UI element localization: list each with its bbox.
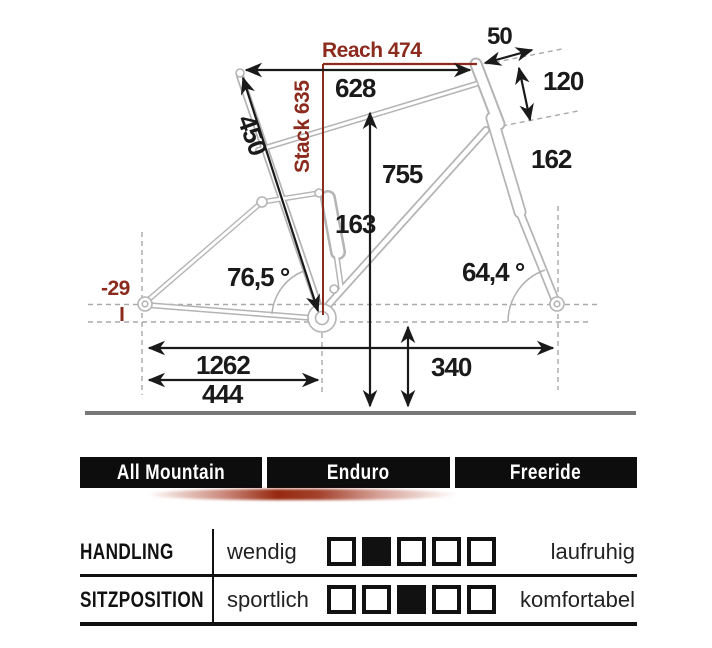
rating-box bbox=[327, 537, 356, 566]
category-bar: All Mountain Enduro Freeride bbox=[80, 457, 637, 488]
shock-163-label: 163 bbox=[335, 209, 376, 239]
dim-50-arrow bbox=[483, 47, 534, 66]
rating-box bbox=[467, 537, 496, 566]
bb-drop-label: -29 bbox=[101, 277, 130, 300]
rating-box bbox=[467, 585, 496, 614]
handling-row-scale: wendig laufruhig bbox=[212, 529, 637, 574]
handling-rating-boxes bbox=[327, 537, 496, 566]
rating-box bbox=[327, 585, 356, 614]
handling-row: HANDLING wendig laufruhig bbox=[80, 529, 637, 577]
bike-frame bbox=[137, 57, 565, 333]
reach-label: Reach 474 bbox=[322, 39, 422, 62]
seat-angle-label: 76,5 ° bbox=[227, 262, 290, 292]
seatstay-pivot bbox=[256, 196, 268, 208]
handling-right-anchor: laufruhig bbox=[550, 538, 635, 564]
head-angle-label: 64,4 ° bbox=[462, 257, 525, 287]
category-enduro: Enduro bbox=[267, 457, 450, 488]
category-highlight-band bbox=[80, 489, 637, 502]
stack-label: Stack 635 bbox=[291, 80, 314, 173]
bb-height-340-label: 340 bbox=[431, 352, 472, 382]
category-rating-section: All Mountain Enduro Freeride HANDLING we… bbox=[80, 457, 637, 626]
rating-box bbox=[397, 537, 426, 566]
headtube-120-label: 120 bbox=[543, 66, 584, 96]
seatpost-top bbox=[235, 68, 245, 78]
sitzposition-left-anchor: sportlich bbox=[227, 586, 309, 612]
sitzposition-row-scale: sportlich komfortabel bbox=[212, 577, 637, 622]
dimension-arrows bbox=[147, 47, 555, 408]
category-all-mountain: All Mountain bbox=[80, 457, 263, 488]
head-angle-arc bbox=[507, 269, 546, 323]
dim-120-arrow bbox=[515, 66, 534, 122]
rating-box bbox=[362, 585, 391, 614]
rating-table: HANDLING wendig laufruhig SITZPOSITION s… bbox=[80, 529, 637, 626]
rating-box bbox=[432, 585, 461, 614]
wheelbase-1262-label: 1262 bbox=[196, 350, 250, 380]
handling-left-anchor: wendig bbox=[227, 538, 297, 564]
dim-450-arrow bbox=[240, 76, 321, 313]
frame-geometry-diagram: Reach 474 Stack 635 628 50 120 162 450 7… bbox=[85, 23, 636, 415]
sitzposition-row-label: SITZPOSITION bbox=[80, 586, 204, 612]
sitzposition-row: SITZPOSITION sportlich komfortabel bbox=[80, 577, 637, 622]
toptube-628-label: 628 bbox=[335, 73, 376, 103]
rating-box-filled bbox=[362, 537, 391, 566]
rating-box-filled bbox=[397, 585, 426, 614]
headtube-bottom-dashed-line bbox=[501, 110, 579, 127]
chainstay-444-label: 444 bbox=[202, 379, 244, 409]
shock-eyelet bbox=[329, 284, 339, 294]
red-gradient-highlight bbox=[146, 489, 458, 500]
stem-50-label: 50 bbox=[487, 23, 512, 50]
sitzposition-right-anchor: komfortabel bbox=[520, 586, 635, 612]
fork-162-label: 162 bbox=[531, 144, 572, 174]
sitzposition-rating-boxes bbox=[327, 585, 496, 614]
handling-row-label: HANDLING bbox=[80, 538, 174, 564]
category-freeride: Freeride bbox=[454, 457, 637, 488]
standover-755-label: 755 bbox=[382, 159, 423, 189]
rocker-pivot bbox=[314, 188, 324, 198]
rating-box bbox=[432, 537, 461, 566]
